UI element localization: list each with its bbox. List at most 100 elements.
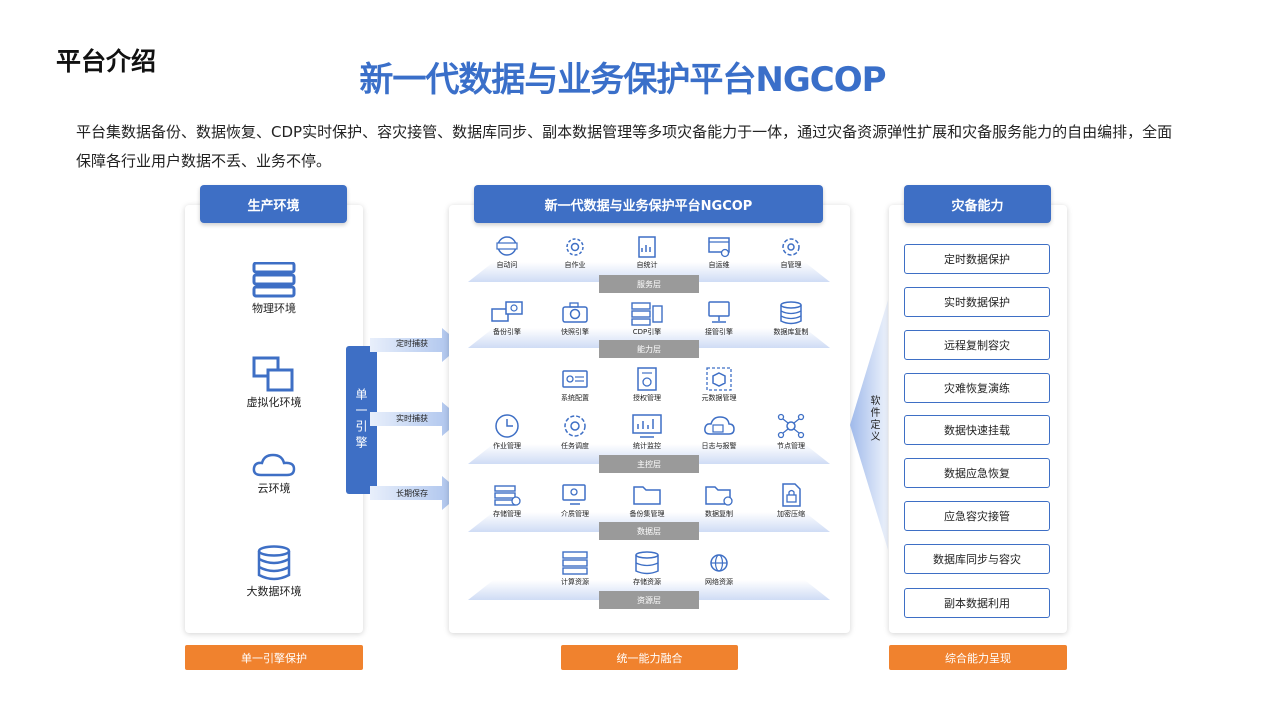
module-data-replication: 数据复制 [684, 482, 754, 519]
backup-monitor-icon [491, 301, 523, 322]
gear-shield-icon [782, 238, 800, 256]
module-auto-job: 自作业 [540, 235, 610, 270]
module-cdp-engine: CDP引擎 [612, 300, 682, 337]
server-rack-icon [562, 551, 588, 575]
layer-label-data: 数据层 [599, 522, 699, 540]
module-network-resources: 网络资源 [684, 550, 754, 587]
resource-layer-band [468, 580, 830, 600]
capability-scheduled-protection: 定时数据保护 [904, 244, 1050, 274]
module-encryption-compression: 加密压缩 [756, 482, 826, 519]
module-label: 加密压缩 [777, 510, 805, 518]
module-label: CDP引擎 [632, 328, 662, 336]
platform-description: 平台集数据备份、数据恢复、CDP实时保护、容灾接管、数据库同步、副本数据管理等多… [76, 123, 1173, 170]
module-label: 快照引擎 [561, 328, 589, 336]
env-item-label: 物理环境 [252, 302, 296, 315]
module-media-management: 介质管理 [540, 482, 610, 519]
capability-emergency-recovery: 数据应急恢复 [904, 458, 1050, 488]
module-label: 自统计 [636, 261, 658, 269]
monitoring-screen-icon [632, 414, 662, 438]
comprehensive-capability-footer: 综合能力呈现 [889, 645, 1067, 670]
virtual-windows-icon [252, 356, 294, 392]
module-auto-statistics: 自统计 [612, 235, 682, 270]
capture-arrows [370, 328, 462, 510]
module-storage-resources: 存储资源 [612, 550, 682, 587]
module-label: 存储管理 [493, 510, 521, 518]
module-label: 日志与报警 [701, 442, 737, 450]
monitor-settings-icon [708, 237, 730, 258]
capability-emergency-takeover: 应急容灾接管 [904, 501, 1050, 531]
software-defined-fan [850, 300, 888, 550]
module-label: 作业管理 [493, 442, 521, 450]
module-label: 自动问 [496, 261, 518, 269]
module-snapshot-engine: 快照引擎 [540, 300, 610, 337]
config-panel-icon [562, 370, 588, 388]
module-system-config: 系统配置 [540, 366, 610, 403]
env-item-bigdata: 大数据环境 [184, 545, 364, 599]
license-document-icon [637, 367, 657, 391]
arrow-label-longterm: 长期保存 [396, 489, 428, 498]
gear-cycle-icon [566, 238, 584, 256]
capability-dr-drill: 灾难恢复演练 [904, 373, 1050, 403]
module-statistics-monitoring: 统计监控 [612, 412, 682, 451]
ngcop-platform-header: 新一代数据与业务保护平台NGCOP [474, 185, 823, 223]
module-label: 备份引擎 [493, 328, 521, 336]
module-database-replication: 数据库复制 [756, 300, 826, 337]
layer-label-resource: 资源层 [599, 591, 699, 609]
module-label: 节点管理 [777, 442, 805, 450]
dr-capability-header: 灾备能力 [904, 185, 1051, 223]
database-icon [257, 545, 291, 581]
capability-realtime-protection: 实时数据保护 [904, 287, 1050, 317]
module-label: 计算资源 [561, 578, 589, 586]
module-label: 数据复制 [705, 510, 733, 518]
module-compute-resources: 计算资源 [540, 550, 610, 587]
corner-title: 平台介绍 [56, 47, 157, 76]
module-label: 授权管理 [633, 394, 661, 402]
module-storage-management: 存储管理 [472, 482, 542, 519]
arrow-label-realtime: 实时捕获 [396, 414, 428, 423]
page-title: 新一代数据与业务保护平台NGCOP [359, 60, 886, 100]
module-task-scheduling: 任务调度 [540, 412, 610, 451]
database-stack-icon [780, 301, 802, 325]
module-auto-operation: 自运维 [684, 235, 754, 270]
module-license-management: 授权管理 [612, 366, 682, 403]
module-backup-engine: 备份引擎 [472, 300, 542, 337]
folder-icon [633, 486, 661, 505]
arrow-long-term-retention [370, 476, 462, 510]
capability-db-sync-dr: 数据库同步与容灾 [904, 544, 1050, 574]
env-item-label: 虚拟化环境 [246, 396, 302, 409]
cloud-icon [252, 453, 296, 477]
media-screen-icon [562, 484, 586, 505]
arrow-label-scheduled: 定时捕获 [396, 339, 428, 348]
capability-copy-data-use: 副本数据利用 [904, 588, 1050, 618]
control-layer-band [468, 444, 830, 464]
software-defined-label: 软件定义 [868, 395, 879, 443]
module-auto-management: 自管理 [756, 235, 826, 270]
env-item-cloud: 云环境 [184, 452, 364, 496]
server-icon [252, 262, 296, 298]
module-label: 元数据管理 [701, 394, 737, 402]
metadata-cube-icon [706, 367, 732, 391]
arrow-realtime-capture [370, 402, 462, 436]
production-environment-header: 生产环境 [200, 185, 347, 223]
module-label: 统计监控 [633, 442, 661, 450]
module-label: 任务调度 [561, 442, 589, 450]
env-item-label: 云环境 [257, 482, 291, 495]
module-backup-set-management: 备份集管理 [612, 482, 682, 519]
module-takeover-engine: 接管引擎 [684, 300, 754, 337]
module-label: 自运维 [708, 261, 730, 269]
module-label: 介质管理 [561, 510, 589, 518]
layer-label-service: 服务层 [599, 275, 699, 293]
unified-capability-footer: 统一能力融合 [561, 645, 738, 670]
layer-label-control: 主控层 [599, 455, 699, 473]
folder-sync-icon [705, 486, 733, 506]
single-engine-protection-footer: 单一引擎保护 [185, 645, 363, 670]
module-log-alert: 日志与报警 [684, 412, 754, 451]
env-item-virtualization: 虚拟化环境 [184, 356, 364, 410]
env-item-label: 大数据环境 [246, 585, 302, 598]
module-label: 自管理 [780, 261, 802, 269]
module-node-management: 节点管理 [756, 412, 826, 451]
capability-fast-mount: 数据快速挂载 [904, 415, 1050, 445]
storage-database-icon [635, 551, 659, 575]
module-label: 存储资源 [633, 578, 661, 586]
service-layer-band [468, 262, 830, 282]
